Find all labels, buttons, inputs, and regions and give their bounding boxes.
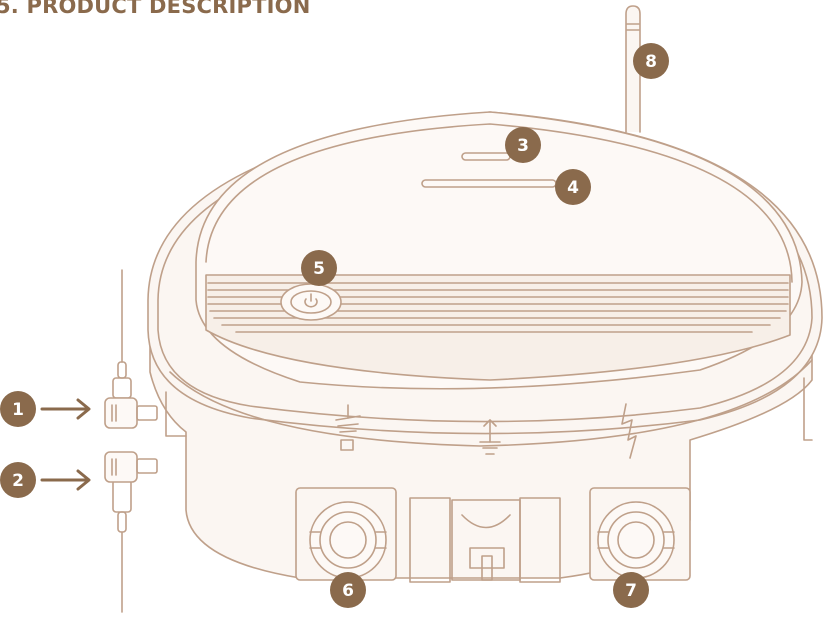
svg-text:6: 6: [342, 581, 354, 601]
svg-text:8: 8: [645, 52, 657, 72]
callout-8: 8: [633, 43, 669, 79]
callout-4: 4: [555, 169, 591, 205]
svg-text:5: 5: [313, 259, 325, 279]
callout-6: 6: [330, 572, 366, 608]
svg-text:4: 4: [567, 178, 579, 198]
svg-text:7: 7: [625, 581, 637, 601]
callout-3: 3: [505, 127, 541, 163]
svg-text:2: 2: [12, 471, 24, 491]
section-heading: 5. PRODUCT DESCRIPTION: [0, 0, 311, 18]
callout-arrows: [42, 400, 89, 489]
power-button: [281, 284, 341, 320]
callout-1: 1: [0, 391, 36, 427]
svg-text:3: 3: [517, 136, 529, 156]
callout-7: 7: [613, 572, 649, 608]
callout-5: 5: [301, 250, 337, 286]
callout-2: 2: [0, 462, 36, 498]
connector-housing-left: [296, 488, 396, 580]
connector-housing-right: [590, 488, 690, 580]
svg-text:1: 1: [12, 400, 24, 420]
